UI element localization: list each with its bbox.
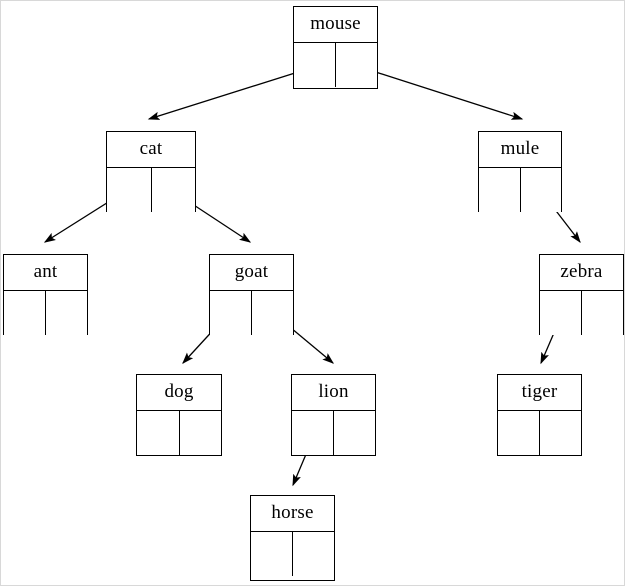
left-pointer-cell-goat[interactable] [210, 291, 252, 335]
left-pointer-cell-horse[interactable] [251, 532, 293, 576]
left-pointer-cell-lion[interactable] [292, 411, 334, 455]
edge-mouse-left-to-cat [147, 66, 315, 120]
node-pointers-dog [137, 411, 221, 455]
node-label-mule: mule [479, 132, 561, 168]
node-pointers-goat [210, 291, 293, 335]
left-pointer-cell-dog[interactable] [137, 411, 180, 455]
node-pointers-mouse [294, 43, 377, 87]
right-pointer-cell-zebra[interactable] [582, 291, 623, 335]
left-pointer-cell-ant[interactable] [4, 291, 46, 335]
tree-node-tiger[interactable]: tiger [497, 374, 582, 456]
tree-node-dog[interactable]: dog [136, 374, 222, 456]
node-label-horse: horse [251, 496, 334, 532]
right-pointer-cell-dog[interactable] [179, 411, 221, 455]
edge-mouse-right-to-mule [356, 65, 524, 120]
node-label-tiger: tiger [498, 375, 581, 411]
node-label-dog: dog [137, 375, 221, 411]
node-label-cat: cat [107, 132, 195, 168]
node-pointers-zebra [540, 291, 623, 335]
tree-node-mouse[interactable]: mouse [293, 6, 378, 89]
right-pointer-cell-horse[interactable] [293, 532, 334, 576]
node-pointers-ant [4, 291, 87, 335]
right-pointer-cell-lion[interactable] [334, 411, 375, 455]
node-pointers-lion [292, 411, 375, 455]
tree-node-mule[interactable]: mule [478, 131, 562, 212]
left-pointer-cell-tiger[interactable] [498, 411, 540, 455]
left-pointer-cell-zebra[interactable] [540, 291, 582, 335]
node-label-zebra: zebra [540, 255, 623, 291]
node-label-ant: ant [4, 255, 87, 291]
tree-node-cat[interactable]: cat [106, 131, 196, 212]
left-pointer-cell-mule[interactable] [479, 168, 521, 212]
node-label-goat: goat [210, 255, 293, 291]
node-pointers-cat [107, 168, 195, 212]
node-pointers-horse [251, 532, 334, 576]
right-pointer-cell-ant[interactable] [46, 291, 87, 335]
tree-node-zebra[interactable]: zebra [539, 254, 624, 335]
node-pointers-tiger [498, 411, 581, 455]
right-pointer-cell-tiger[interactable] [540, 411, 581, 455]
right-pointer-cell-mule[interactable] [520, 168, 561, 212]
left-pointer-cell-mouse[interactable] [294, 43, 336, 87]
node-pointers-mule [479, 168, 561, 212]
tree-node-horse[interactable]: horse [250, 495, 335, 581]
right-pointer-cell-cat[interactable] [151, 168, 195, 212]
tree-node-lion[interactable]: lion [291, 374, 376, 456]
tree-node-ant[interactable]: ant [3, 254, 88, 335]
tree-node-goat[interactable]: goat [209, 254, 294, 335]
right-pointer-cell-mouse[interactable] [336, 43, 377, 87]
right-pointer-cell-goat[interactable] [252, 291, 293, 335]
node-label-lion: lion [292, 375, 375, 411]
node-label-mouse: mouse [294, 7, 377, 43]
left-pointer-cell-cat[interactable] [107, 168, 152, 212]
